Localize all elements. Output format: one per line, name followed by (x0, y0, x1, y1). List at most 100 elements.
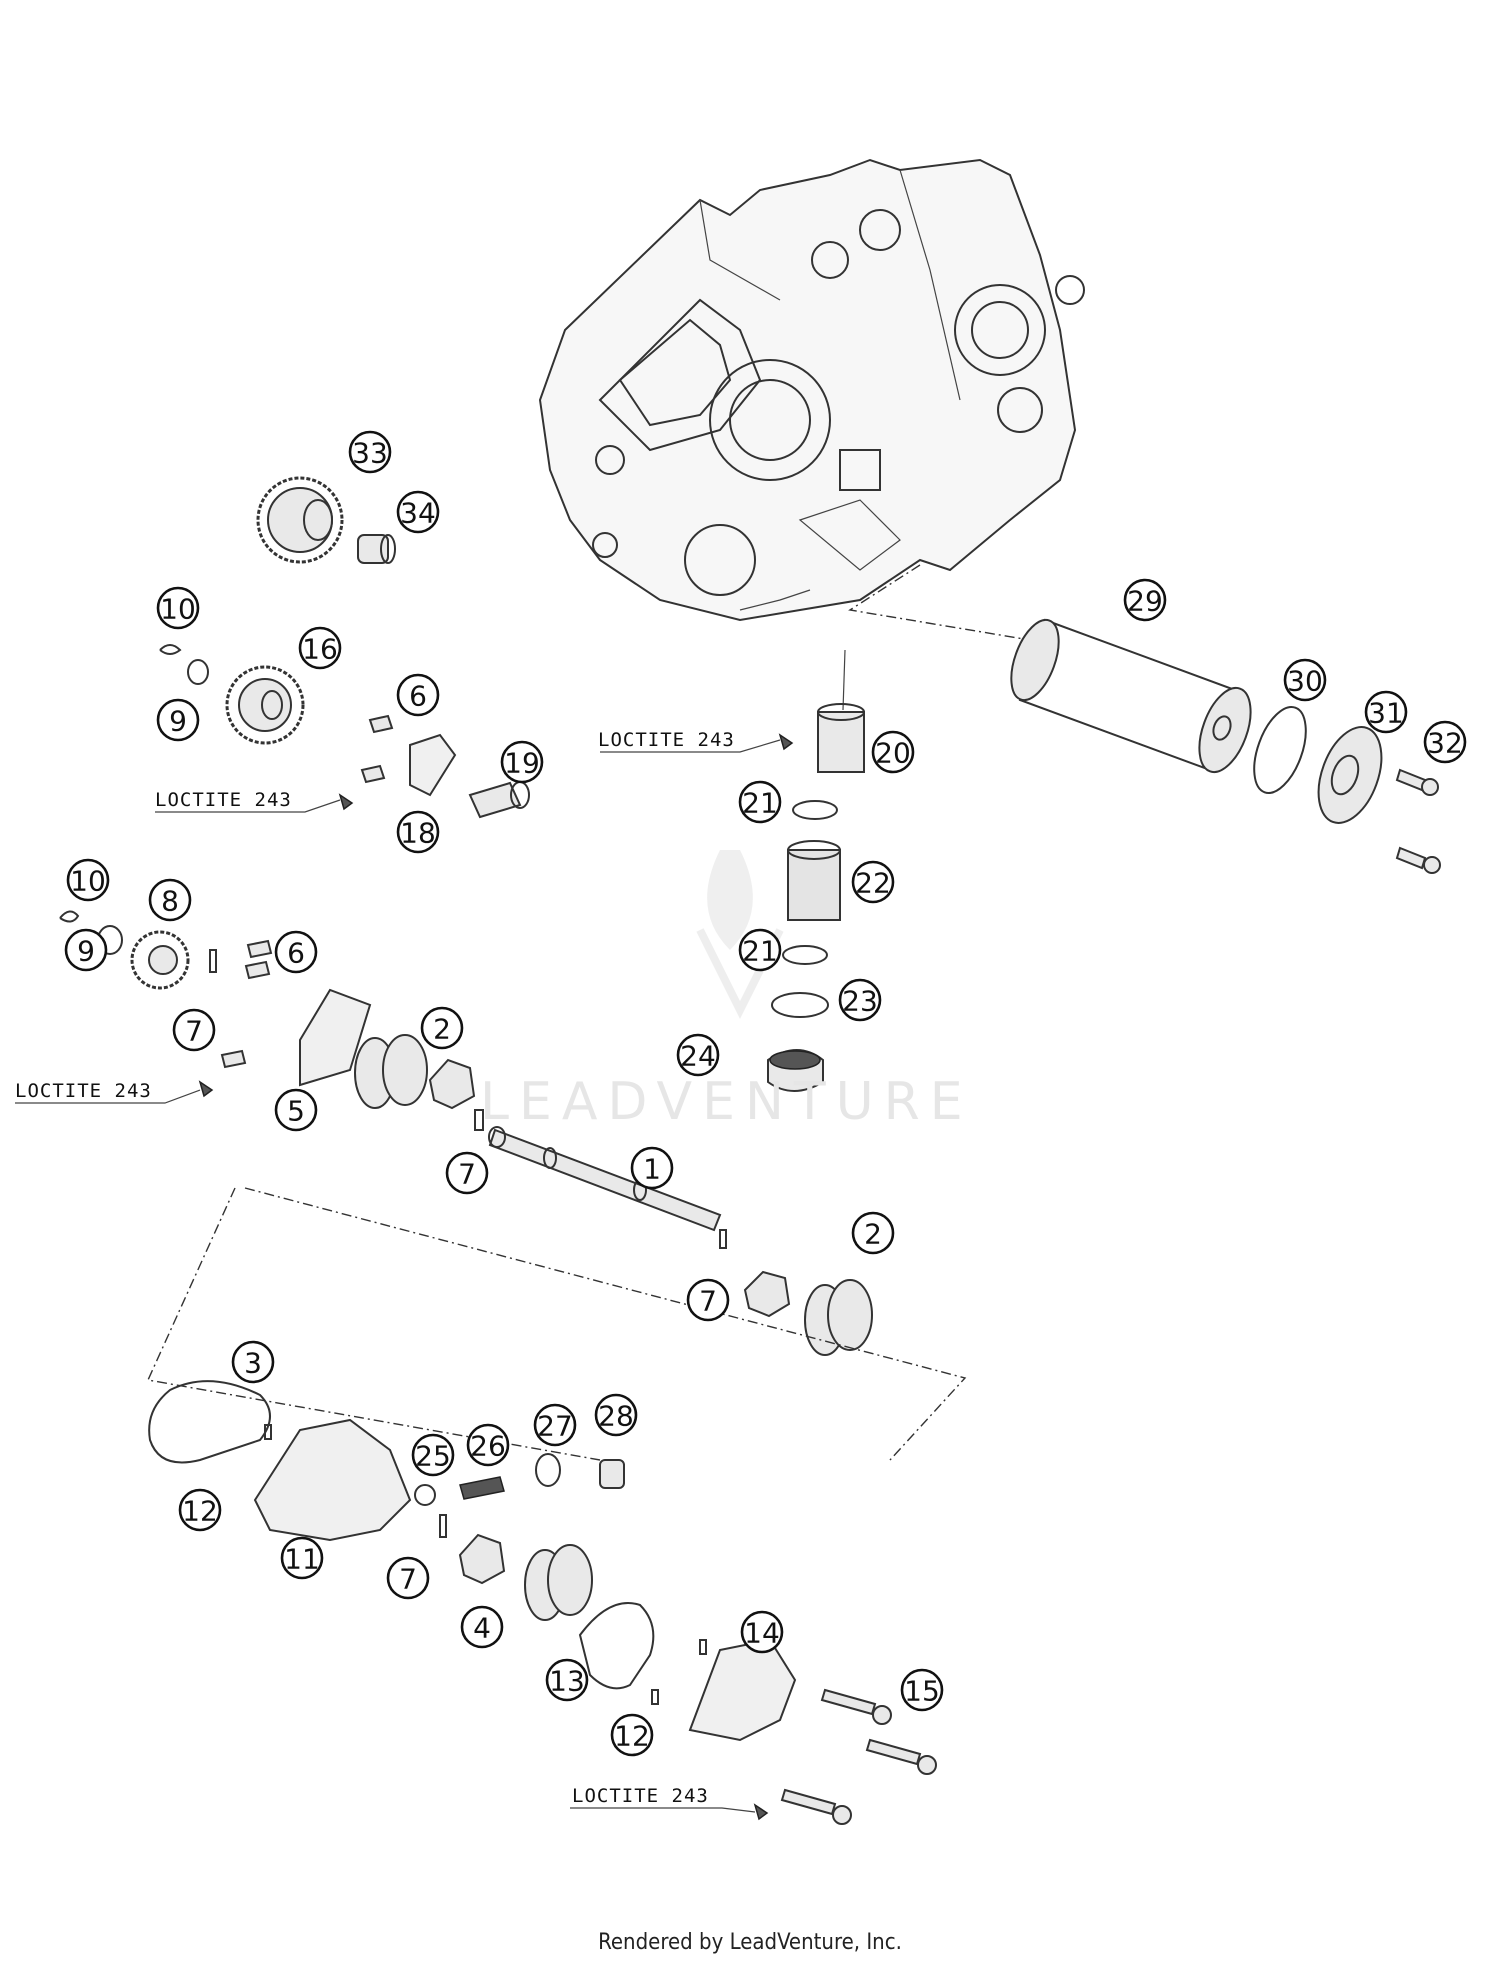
callout-circle (274, 930, 318, 974)
callout-circle (545, 1658, 589, 1702)
gasket-3 (148, 1380, 271, 1464)
loctite-leader-1 (155, 799, 341, 813)
callout-number: 20 (875, 737, 911, 770)
sprocket-8 (130, 930, 190, 990)
callout-24: 24 (676, 1033, 720, 1077)
callout-number: 4 (473, 1612, 491, 1645)
callout-number: 12 (614, 1720, 650, 1753)
callout-number: 15 (904, 1675, 940, 1708)
gasket-13 (578, 1602, 655, 1690)
rotor-outer-2 (354, 1034, 428, 1109)
callout-3: 3 (231, 1340, 275, 1384)
callout-7: 7 (686, 1278, 730, 1322)
callout-7: 7 (386, 1556, 430, 1600)
callout-circle (156, 586, 200, 630)
callout-circle (231, 1340, 275, 1384)
callout-number: 6 (409, 680, 427, 713)
circlip-10 (159, 644, 182, 655)
loctite-drop-4 (753, 1803, 769, 1821)
callout-circle (178, 1488, 222, 1532)
callout-7: 7 (172, 1008, 216, 1052)
oring-21 (792, 800, 838, 820)
callout-circle (445, 1151, 489, 1195)
callout-circle (740, 1610, 784, 1654)
callout-circle (411, 1433, 455, 1477)
bolt-6 (368, 714, 394, 734)
callout-circle (280, 1536, 324, 1580)
bolt-6d (244, 960, 271, 980)
plate-18 (409, 733, 457, 797)
callout-6: 6 (396, 673, 440, 717)
callout-7: 7 (445, 1151, 489, 1195)
callout-circle (172, 1008, 216, 1052)
callout-19: 19 (500, 740, 544, 784)
callout-number: 9 (169, 705, 187, 738)
callout-number: 7 (185, 1015, 203, 1048)
loctite-leader-2 (600, 739, 781, 753)
callout-number: 31 (1368, 697, 1404, 730)
callout-number: 21 (742, 935, 778, 968)
callout-29: 29 (1123, 578, 1167, 622)
seal-23 (771, 992, 829, 1018)
spring-26 (459, 1476, 505, 1500)
callout-20: 20 (871, 730, 915, 774)
callout-circle (500, 740, 544, 784)
loctite-243-label: LOCTITE 243 (572, 1785, 709, 1807)
callout-number: 32 (1427, 727, 1463, 760)
callout-number: 24 (680, 1040, 716, 1073)
callout-22: 22 (851, 860, 895, 904)
callout-circle (396, 810, 440, 854)
loctite-drop-2 (198, 1080, 214, 1098)
bolt-15b (865, 1738, 937, 1775)
callout-number: 33 (352, 437, 388, 470)
rotor-inner-2b (743, 1270, 791, 1318)
callout-number: 10 (70, 865, 106, 898)
callout-number: 22 (855, 867, 891, 900)
callout-25: 25 (411, 1433, 455, 1477)
callout-5: 5 (274, 1088, 318, 1132)
callout-33: 33 (348, 430, 392, 474)
sprocket-gear-33 (256, 476, 344, 564)
callout-10: 10 (156, 586, 200, 630)
rotor-inner-4 (458, 1533, 506, 1585)
callout-circle (676, 1033, 720, 1077)
loctite-243-label: LOCTITE 243 (598, 729, 735, 751)
callout-number: 34 (400, 497, 436, 530)
callout-number: 3 (244, 1347, 262, 1380)
callout-circle (386, 1556, 430, 1600)
fitting-20 (817, 703, 865, 773)
callout-28: 28 (594, 1393, 638, 1437)
callout-number: 7 (458, 1158, 476, 1191)
pump-housing-11 (253, 1418, 412, 1542)
callout-number: 6 (287, 937, 305, 970)
callout-21: 21 (738, 780, 782, 824)
callout-circle (851, 1211, 895, 1255)
callout-number: 2 (433, 1013, 451, 1046)
bolt-15c (780, 1788, 852, 1825)
callout-circle (1364, 690, 1408, 734)
callout-number: 23 (842, 985, 878, 1018)
callout-15: 15 (900, 1668, 944, 1712)
callout-circle (838, 978, 882, 1022)
pin-12 (264, 1424, 272, 1440)
pin-7b (439, 1514, 447, 1538)
callout-14: 14 (740, 1610, 784, 1654)
callout-12: 12 (610, 1713, 654, 1757)
callout-circle (420, 1006, 464, 1050)
callout-number: 14 (744, 1617, 780, 1650)
washer-27 (535, 1453, 561, 1487)
sleeve-19 (468, 781, 530, 819)
callout-circle (738, 928, 782, 972)
oil-filter-29 (1010, 618, 1252, 774)
callout-number: 10 (160, 593, 196, 626)
callout-21: 21 (738, 928, 782, 972)
callout-number: 12 (182, 1495, 218, 1528)
plug-24 (767, 1049, 824, 1092)
callout-1: 1 (630, 1146, 674, 1190)
loctite-243-label: LOCTITE 243 (15, 1080, 152, 1102)
bolt-6b (360, 764, 386, 784)
callout-circle (348, 430, 392, 474)
callout-10: 10 (66, 858, 110, 902)
